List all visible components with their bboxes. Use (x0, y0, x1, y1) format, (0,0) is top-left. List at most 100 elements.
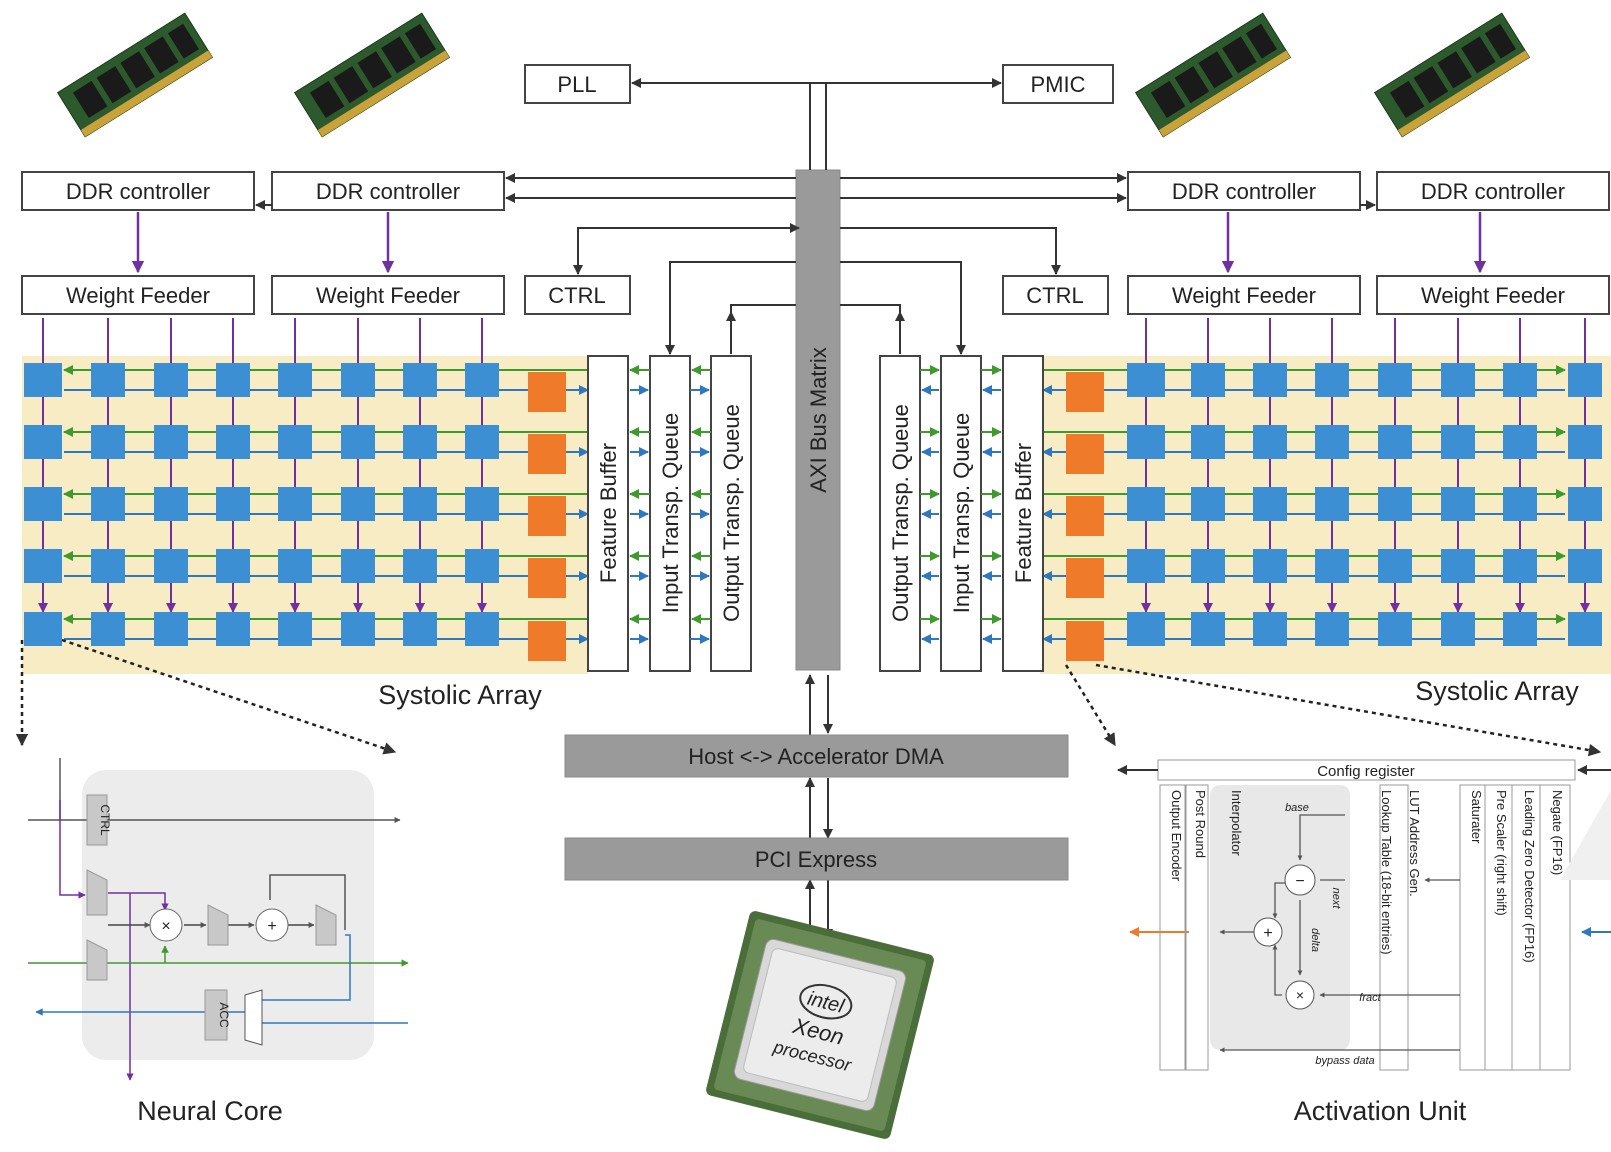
activation-stage-label: Output Encoder (1169, 790, 1184, 882)
processing-element (1568, 549, 1602, 583)
processing-element (154, 549, 188, 583)
processing-element (1127, 487, 1165, 521)
processing-element (341, 363, 375, 397)
processing-element (1441, 487, 1475, 521)
processing-element (465, 425, 499, 459)
processing-element (154, 425, 188, 459)
activation-unit-cell (528, 558, 566, 598)
ddr-controller-label: DDR controller (66, 179, 210, 204)
processing-element (1191, 549, 1225, 583)
pmic-block: PMIC (1002, 64, 1114, 104)
processing-element (1441, 612, 1475, 646)
processing-element (278, 363, 312, 397)
weight-feeder-label: Weight Feeder (316, 283, 460, 308)
processing-element (1315, 363, 1349, 397)
axi-bus-matrix: AXI Bus Matrix (795, 169, 841, 671)
signal-base: base (1285, 802, 1309, 814)
pci-express-label: PCI Express (755, 847, 877, 872)
processing-element (341, 487, 375, 521)
signal-bypass: bypass data (1315, 1055, 1374, 1067)
processing-element (1503, 549, 1537, 583)
ram-module-icon (1134, 12, 1292, 138)
ram-module-icon (1373, 12, 1531, 138)
processing-element (341, 425, 375, 459)
feature-buffer-right: Feature Buffer (1002, 355, 1044, 672)
processing-element (216, 425, 250, 459)
activation-stage-box (1539, 784, 1571, 1071)
processing-element (1378, 612, 1412, 646)
processing-element (278, 487, 312, 521)
processing-element (154, 363, 188, 397)
processing-element (1253, 612, 1287, 646)
processing-element (216, 487, 250, 521)
activation-stage-label: Negate (FP16) (1550, 790, 1565, 875)
processing-element (278, 612, 312, 646)
output-transp-queue-label: Output Transp. Queue (888, 404, 913, 622)
processing-element (465, 549, 499, 583)
processing-element (1503, 363, 1537, 397)
processing-element (1568, 487, 1602, 521)
processing-element (403, 363, 437, 397)
ctrl-label: CTRL (548, 283, 605, 308)
processing-element (1253, 425, 1287, 459)
processing-element (1191, 612, 1225, 646)
weight-feeder-label: Weight Feeder (66, 283, 210, 308)
activation-unit-cell (528, 496, 566, 536)
weight-feeder-1: Weight Feeder (21, 275, 255, 315)
input-transp-queue-left: Input Transp. Queue (649, 355, 691, 672)
processing-element (91, 363, 125, 397)
processing-element (1253, 549, 1287, 583)
ctrl-label: CTRL (1026, 283, 1083, 308)
weight-feeder-4: Weight Feeder (1376, 275, 1610, 315)
processing-element (403, 425, 437, 459)
processing-element (1568, 612, 1602, 646)
processing-element (154, 487, 188, 521)
input-transp-queue-right: Input Transp. Queue (940, 355, 982, 672)
processing-element (1191, 487, 1225, 521)
processing-element (1127, 549, 1165, 583)
signal-delta: delta (1309, 928, 1321, 952)
processing-element (216, 612, 250, 646)
neural-core-detail: CTRL × + ACC Neural (28, 758, 409, 1126)
ddr-controller-label: DDR controller (1172, 179, 1316, 204)
processing-element (1315, 487, 1349, 521)
processing-element (1315, 612, 1349, 646)
processing-element (1378, 549, 1412, 583)
processing-element (403, 549, 437, 583)
processing-element (24, 487, 62, 521)
ram-module-icon (293, 12, 451, 138)
feature-buffer-label: Feature Buffer (1011, 443, 1036, 583)
activation-stage-box (1379, 784, 1409, 1071)
processing-element (1253, 363, 1287, 397)
ddr-controller-2: DDR controller (271, 171, 505, 211)
processing-element (465, 487, 499, 521)
axi-bus-matrix-label: AXI Bus Matrix (806, 347, 831, 492)
processing-element (154, 612, 188, 646)
host-dma-label: Host <-> Accelerator DMA (688, 744, 944, 769)
svg-text:−: − (1295, 873, 1304, 890)
ctrl-block-left: CTRL (524, 275, 631, 315)
activation-unit-cell (1066, 434, 1104, 474)
config-register-label: Config register (1317, 763, 1415, 780)
processing-element (216, 549, 250, 583)
processing-element (278, 425, 312, 459)
feature-buffer-label: Feature Buffer (596, 443, 621, 583)
ddr-controller-label: DDR controller (1421, 179, 1565, 204)
processing-element (91, 425, 125, 459)
processing-element (1503, 612, 1537, 646)
ctrl-block-right: CTRL (1002, 275, 1109, 315)
activation-stage-label: Pre Scaler (right shift) (1494, 790, 1509, 916)
processing-element (1378, 363, 1412, 397)
systolic-array-label-left: Systolic Array (378, 680, 542, 710)
pll-label: PLL (557, 72, 596, 97)
activation-stage-label: Leading Zero Detector (FP16) (1522, 790, 1537, 963)
processing-element (403, 487, 437, 521)
processing-element (1378, 487, 1412, 521)
output-transp-queue-left: Output Transp. Queue (710, 355, 752, 672)
pll-block: PLL (524, 64, 631, 104)
processing-element (91, 487, 125, 521)
weight-feeder-3: Weight Feeder (1127, 275, 1361, 315)
activation-unit-cell (1066, 621, 1104, 661)
weight-feeder-label: Weight Feeder (1421, 283, 1565, 308)
